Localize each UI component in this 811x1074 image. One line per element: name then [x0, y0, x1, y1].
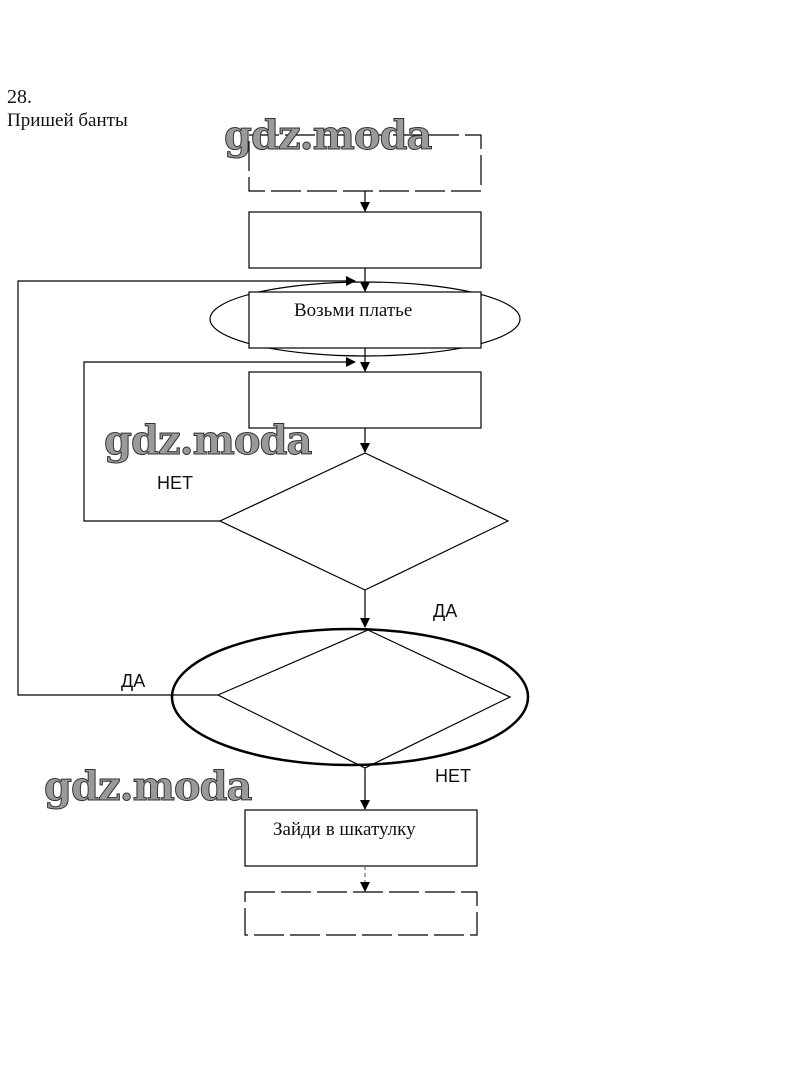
block-take-dress-label: Возьми платье: [294, 300, 413, 321]
label-yes-2: ДА: [121, 671, 146, 691]
block-take-dress: [248, 291, 482, 349]
watermark: gdz.moda: [103, 417, 312, 465]
decision-1: [218, 452, 510, 591]
loop-outer: [17, 276, 356, 696]
task-number: 28.: [7, 86, 32, 108]
watermark: gdz.moda: [43, 763, 252, 811]
block-go-to-box-label: Зайди в шкатулку: [273, 819, 416, 840]
label-no-2: НЕТ: [435, 766, 471, 786]
task-title: Пришей банты: [7, 110, 128, 131]
block-go-to-box: [244, 809, 478, 867]
block-empty-2: [248, 211, 482, 269]
label-yes-1: ДА: [433, 601, 458, 621]
loop-inner: [83, 357, 356, 522]
label-no-1: НЕТ: [157, 473, 193, 493]
watermark: gdz.moda: [223, 112, 432, 160]
block-empty-4: [244, 891, 478, 936]
loop-ellipse-2: [170, 627, 530, 767]
